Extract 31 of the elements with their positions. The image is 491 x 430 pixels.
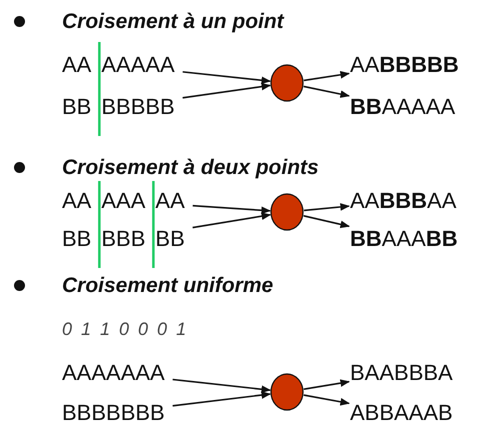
chromosome-string: AA AAAAA — [62, 52, 175, 78]
section-heading: Croisement à un point — [62, 10, 284, 34]
arrow — [304, 394, 350, 406]
arrow — [182, 82, 272, 99]
operator-circle — [270, 373, 304, 411]
chromosome-string: BB BBB BB — [62, 226, 185, 252]
chromosome-string: ABBAAAB — [350, 400, 453, 426]
chromosome-string: BBAAAAA — [350, 94, 456, 120]
chromosome-string: AA AAA AA — [62, 188, 185, 214]
chromosome-string: BAABBBA — [350, 360, 453, 386]
arrow — [304, 379, 350, 390]
section-heading: Croisement à deux points — [62, 156, 319, 180]
arrow — [172, 391, 272, 407]
arrow — [304, 71, 350, 82]
mask-digits: 0 1 1 0 0 0 1 — [62, 318, 188, 340]
arrow — [192, 212, 272, 228]
arrow — [304, 203, 350, 212]
operator-circle — [270, 193, 304, 231]
chromosome-string: AABBBBB — [350, 52, 459, 78]
section-heading: Croisement uniforme — [62, 274, 274, 298]
arrow — [192, 204, 271, 214]
operator-circle — [270, 64, 304, 102]
chromosome-string: BB BBBBB — [62, 94, 175, 120]
chromosome-string: BBAAABB — [350, 226, 458, 252]
arrow — [182, 71, 272, 84]
arrow — [172, 378, 272, 394]
arrow — [303, 215, 350, 228]
chromosome-string: BBBBBBB — [62, 400, 165, 426]
arrow — [304, 86, 350, 98]
chromosome-string: AAAAAAA — [62, 360, 165, 386]
chromosome-string: AABBBAA — [350, 188, 456, 214]
